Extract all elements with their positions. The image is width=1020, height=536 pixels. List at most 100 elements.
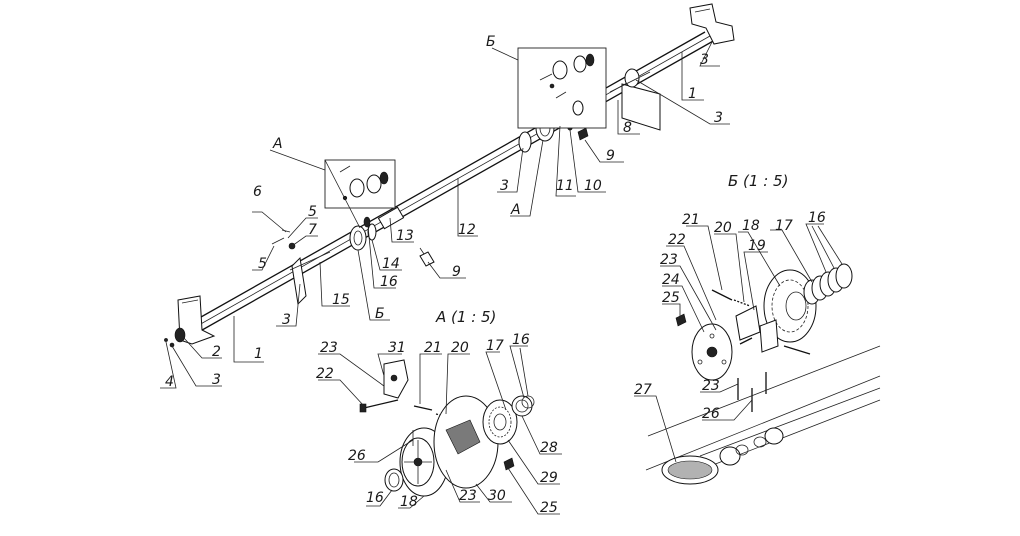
detail-b-spring-part-20 bbox=[733, 299, 751, 307]
bolt-part-4 bbox=[164, 338, 168, 342]
callout-12: 12 bbox=[458, 222, 476, 238]
detail-a-callout-16-washer: 16 bbox=[366, 490, 384, 506]
callout-6: 6 bbox=[253, 184, 262, 200]
inset-b-callout-leader bbox=[491, 47, 519, 61]
callout-3-bottom-left: 3 bbox=[212, 372, 221, 388]
detail-b-link-part-19 bbox=[735, 305, 761, 341]
detail-view-b: Б (1 : 5) bbox=[634, 172, 881, 485]
detail-b-callout-25: 25 bbox=[662, 290, 680, 306]
detail-a-callout-18: 18 bbox=[400, 494, 418, 510]
detail-a-callout-25: 25 bbox=[540, 500, 558, 516]
detail-b-callout-22: 22 bbox=[668, 232, 686, 248]
detail-b-callout-26: 26 bbox=[702, 406, 720, 422]
detail-b-disc-hub bbox=[706, 346, 718, 358]
inset-a-wheel bbox=[349, 178, 365, 198]
inset-b-box: Б bbox=[486, 34, 607, 129]
detail-b-callout-20: 20 bbox=[714, 220, 732, 236]
detail-b-callout-27: 27 bbox=[634, 382, 652, 398]
callout-2: 2 bbox=[212, 344, 221, 360]
detail-a-spring-part-28 bbox=[511, 395, 533, 417]
callout-10: 10 bbox=[584, 178, 602, 194]
detail-a-bolt-part-22 bbox=[363, 399, 399, 409]
detail-a-washer-part-16 bbox=[384, 468, 404, 492]
callout-1-lower: 1 bbox=[254, 346, 263, 362]
detail-a-callout-28: 28 bbox=[540, 440, 558, 456]
right-end-bracket bbox=[689, 3, 735, 45]
detail-b-bolt-part-21 bbox=[711, 289, 733, 301]
inset-a-gear bbox=[366, 174, 382, 194]
detail-b-pin-4 bbox=[783, 345, 811, 355]
callout-3-top-right: 3 bbox=[700, 52, 709, 68]
callout-15: 15 bbox=[332, 292, 350, 308]
bracket-part-9-stem bbox=[419, 247, 425, 255]
detail-a-callout-20: 20 bbox=[451, 340, 469, 356]
support-plate-part-8 bbox=[621, 83, 661, 131]
inset-a-callout-leader bbox=[269, 149, 326, 171]
detail-b-callout-23-top: 23 bbox=[660, 252, 678, 268]
inset-b-letter: Б bbox=[486, 34, 496, 50]
detail-a-title: А (1 : 5) bbox=[435, 308, 496, 326]
detail-b-title: Б (1 : 5) bbox=[728, 172, 788, 190]
support-plate-right-line bbox=[609, 71, 651, 93]
callout-8: 8 bbox=[623, 120, 632, 136]
detail-a-plate-cam bbox=[445, 419, 481, 455]
detail-a-sprocket-part-29 bbox=[482, 399, 518, 445]
inset-a-box: А bbox=[269, 136, 396, 229]
coupling-part-13 bbox=[377, 206, 405, 230]
support-plate-left bbox=[291, 256, 307, 306]
bolt-part-9-right bbox=[577, 127, 589, 141]
detail-a-callout-29: 29 bbox=[540, 470, 558, 486]
end-nut-part-2 bbox=[174, 327, 186, 343]
detail-b-link-plate-2 bbox=[759, 319, 779, 353]
inset-a-letter: А bbox=[272, 136, 283, 152]
detail-a-callout-16: 16 bbox=[512, 332, 530, 348]
detail-b-callout-23-bottom: 23 bbox=[702, 378, 720, 394]
detail-b-callout-21: 21 bbox=[682, 212, 700, 228]
callout-9-middle: 9 bbox=[452, 264, 461, 280]
shaft-tube-edge-top bbox=[177, 31, 706, 331]
callout-13: 13 bbox=[396, 228, 414, 244]
inset-b-spring bbox=[585, 53, 595, 67]
main-shaft-assembly bbox=[164, 3, 735, 348]
detail-b-callout-16: 16 bbox=[808, 210, 826, 226]
detail-a-callout-22: 22 bbox=[316, 366, 334, 382]
detail-b-pin-5 bbox=[739, 337, 753, 345]
detail-a-bolt-head bbox=[359, 403, 367, 413]
detail-b-shaft-perspective-part-27 bbox=[645, 345, 881, 485]
inset-a-leader-to-hub bbox=[324, 159, 361, 229]
detail-b-perspective-collar bbox=[764, 427, 784, 445]
callout-7: 7 bbox=[308, 222, 317, 238]
inset-b-gear bbox=[573, 55, 587, 73]
callout-11: 11 bbox=[556, 178, 574, 194]
hub-a-right bbox=[518, 131, 532, 153]
inset-a-pin bbox=[339, 165, 351, 173]
detail-a-callout-21: 21 bbox=[424, 340, 442, 356]
bearing-part-3-right bbox=[624, 68, 640, 88]
detail-a-callout-23-top: 23 bbox=[320, 340, 338, 356]
detail-b-bolt-part-25 bbox=[675, 313, 687, 327]
callout-3-lower-left: 3 bbox=[282, 312, 291, 328]
callout-a-hub: А bbox=[510, 202, 521, 218]
detail-a-bracket-hole bbox=[390, 374, 398, 382]
right-bracket-edge bbox=[694, 8, 711, 13]
support-plate-left-line bbox=[289, 251, 331, 271]
callout-5-lower: 5 bbox=[258, 256, 267, 272]
inset-a-spring bbox=[379, 171, 389, 185]
inset-b-pin-2 bbox=[555, 91, 567, 99]
detail-a-callout-31: 31 bbox=[388, 340, 406, 356]
hub-b-left-inner bbox=[353, 230, 363, 246]
inset-b-collar bbox=[572, 100, 584, 116]
detail-b-callout-24: 24 bbox=[662, 272, 680, 288]
detail-a-bolt-part-25 bbox=[503, 457, 515, 471]
callout-3-middle: 3 bbox=[500, 178, 509, 194]
main-view-callouts: 3 1 3 8 9 10 11 А 3 12 13 9 14 bbox=[160, 41, 730, 390]
callout-3-right: 3 bbox=[714, 110, 723, 126]
inset-a-washer bbox=[342, 195, 348, 201]
inset-b-pin-1 bbox=[539, 73, 553, 81]
bracket-part-9 bbox=[419, 251, 435, 267]
left-bracket-edge bbox=[181, 299, 199, 304]
detail-b-perspective-sprocket bbox=[719, 446, 741, 466]
spring-part-13 bbox=[363, 216, 371, 228]
detail-a-callout-23-bottom: 23 bbox=[459, 488, 477, 504]
